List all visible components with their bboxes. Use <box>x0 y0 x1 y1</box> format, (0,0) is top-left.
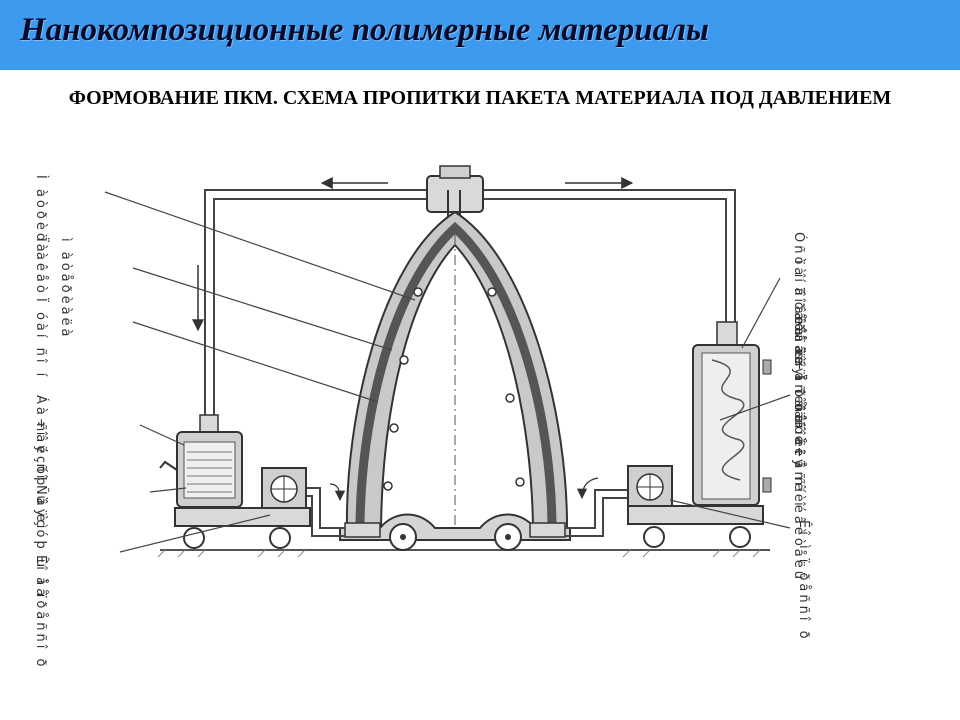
label-heater-2: ï î äî ãðåâà <box>791 259 806 367</box>
leader-lines <box>104 191 791 553</box>
label-coolant-1: Ï ðåäí è÷åñêèé <box>791 375 807 516</box>
header-title: Нанокомпозиционные полимерные материалы <box>20 12 709 48</box>
compressor-right <box>627 465 673 509</box>
ground-hatching <box>157 549 761 558</box>
label-package-1: Ï àêåò <box>33 238 49 296</box>
label-tank-1: Áà÷î é ñî <box>33 395 49 481</box>
cart-left <box>174 507 311 549</box>
top-connector <box>426 165 484 230</box>
top-pipe <box>204 189 736 415</box>
label-coolant-2: òåï ëî î ñí î âèòåëü <box>791 403 806 582</box>
bottom-pipes <box>305 487 628 537</box>
label-heater-3: ï ðåäí è÷åñêî ãî <box>791 287 806 438</box>
label-tank-2: ñâÿçóþ ù èì <box>33 423 48 531</box>
label-package-2: ì àòåðèàëà <box>58 237 73 340</box>
resin-tank <box>159 414 243 508</box>
heater-unit <box>692 321 772 506</box>
label-compressor-right: Êî ì ï ðåññî ð <box>796 520 812 642</box>
flow-arrow-small-left <box>329 483 346 502</box>
left-labels: Ì àòðèöà Ï àêåò ì àòåðèàëà Ï óàí ñî í Áà… <box>33 175 73 669</box>
label-heater-1: Óñòàí î âêà äëÿ <box>791 232 807 379</box>
cart-right <box>627 505 764 548</box>
flow-arrow-small-right <box>576 477 599 500</box>
right-labels: Óñòàí î âêà äëÿ ï î äî ãðåâà ï ðåäí è÷åñ… <box>791 232 812 642</box>
arch-mold <box>345 210 569 531</box>
label-matrix: Ì àòðèöà <box>33 175 49 255</box>
label-binder: Ñâÿçóþ ù åå <box>33 485 49 599</box>
slide-heading: ФОРМОВАНИЕ ПКМ. СХЕМА ПРОПИТКИ ПАКЕТА МА… <box>68 87 892 109</box>
label-compressor-left: Êî ì ïðåññî ð <box>33 555 49 669</box>
compressor-left <box>261 467 307 511</box>
label-heater-4: òåï ëî í î ñèòåëÿ <box>791 316 806 470</box>
header-bar: Нанокомпозиционные полимерные материалы <box>0 0 960 70</box>
label-film: Ï óàí ñî í <box>33 298 49 379</box>
arch-trolley <box>339 513 571 551</box>
